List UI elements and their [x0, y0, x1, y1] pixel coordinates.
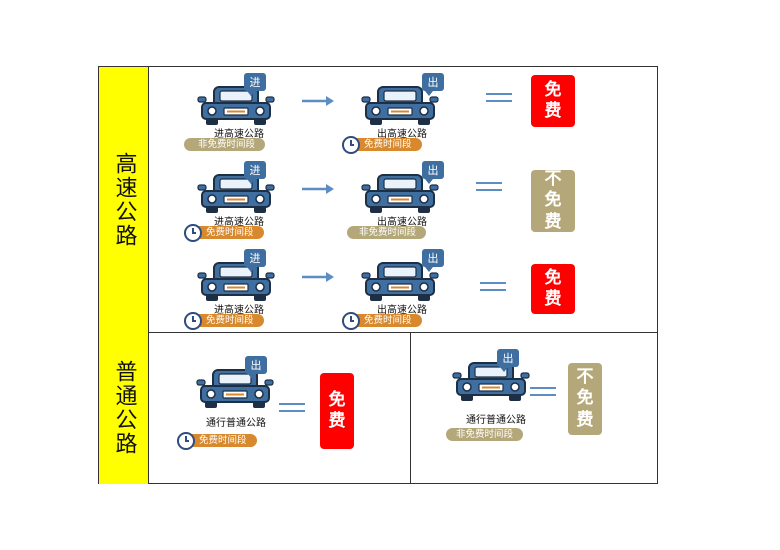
exit-tag: 出 — [245, 356, 267, 379]
time-period-badge: 免费时间段 — [184, 224, 264, 242]
car-caption: 通行普通公路 — [466, 415, 526, 426]
ordinary-road-car: 出 通行普通公路 免费时间段 — [177, 356, 297, 450]
ordinary-road-car: 出 通行普通公路 非免费时间段 — [441, 349, 561, 441]
equals-icon — [476, 181, 502, 193]
result-not-free-badge: 不免费 — [568, 363, 602, 435]
time-period-badge: 免费时间段 — [342, 312, 422, 330]
enter-tag: 进 — [244, 249, 266, 272]
time-period-badge: 免费时间段 — [184, 312, 264, 330]
equals-icon — [279, 402, 305, 414]
time-period-badge: 非免费时间段 — [347, 226, 427, 239]
car-caption: 出高速公路 — [377, 217, 427, 228]
exit-highway-car: 出 出高速公路 免费时间段 — [342, 73, 462, 154]
exit-tag: 出 — [497, 349, 519, 372]
clock-icon — [177, 432, 195, 450]
ordinary-label-cell: 普通公路 — [99, 332, 149, 484]
highway-label-cell: 高速公路 — [99, 67, 149, 332]
result-free-badge: 免费 — [320, 373, 354, 449]
enter-highway-car: 进 进高速公路 免费时间段 — [184, 249, 304, 330]
ordinary-label: 普通公路 — [111, 360, 137, 456]
car-caption: 通行普通公路 — [206, 418, 266, 429]
enter-highway-car: 进 进高速公路 免费时间段 — [184, 161, 304, 242]
clock-icon — [342, 312, 360, 330]
result-free-badge: 免费 — [531, 75, 575, 127]
car-caption: 进高速公路 — [214, 217, 264, 228]
exit-tag: 出 — [422, 161, 444, 184]
equals-icon — [480, 281, 506, 293]
enter-tag: 进 — [244, 161, 266, 184]
highway-label: 高速公路 — [111, 151, 137, 248]
result-not-free-badge: 不免费 — [531, 169, 575, 232]
section-divider — [99, 332, 657, 333]
exit-highway-car: 出 出高速公路 非免费时间段 — [342, 161, 462, 241]
exit-tag: 出 — [422, 73, 444, 96]
diagram-frame: 高速公路 普通公路 进 进高速公路 非免费时间段 出 出高速公路 免费时间段 免… — [98, 66, 658, 484]
time-period-badge: 非免费时间段 — [446, 428, 524, 441]
result-free-badge: 免费 — [531, 264, 575, 314]
enter-highway-car: 进 进高速公路 非免费时间段 — [184, 73, 304, 153]
car-caption: 出高速公路 — [377, 305, 427, 316]
time-period-badge: 免费时间段 — [177, 432, 257, 450]
enter-tag: 进 — [244, 73, 266, 96]
exit-tag: 出 — [422, 249, 444, 272]
car-caption: 进高速公路 — [214, 129, 264, 140]
ordinary-divider — [410, 332, 411, 484]
clock-icon — [184, 224, 202, 242]
time-period-badge: 非免费时间段 — [184, 138, 266, 151]
car-caption: 出高速公路 — [377, 129, 427, 140]
exit-highway-car: 出 出高速公路 免费时间段 — [342, 249, 462, 330]
arrow-right-icon — [302, 272, 334, 282]
arrow-right-icon — [302, 96, 334, 106]
car-icon — [452, 362, 530, 401]
arrow-right-icon — [302, 184, 334, 194]
time-period-badge: 免费时间段 — [342, 136, 422, 154]
clock-icon — [342, 136, 360, 154]
car-caption: 进高速公路 — [214, 305, 264, 316]
equals-icon — [530, 386, 556, 398]
equals-icon — [486, 92, 512, 104]
clock-icon — [184, 312, 202, 330]
